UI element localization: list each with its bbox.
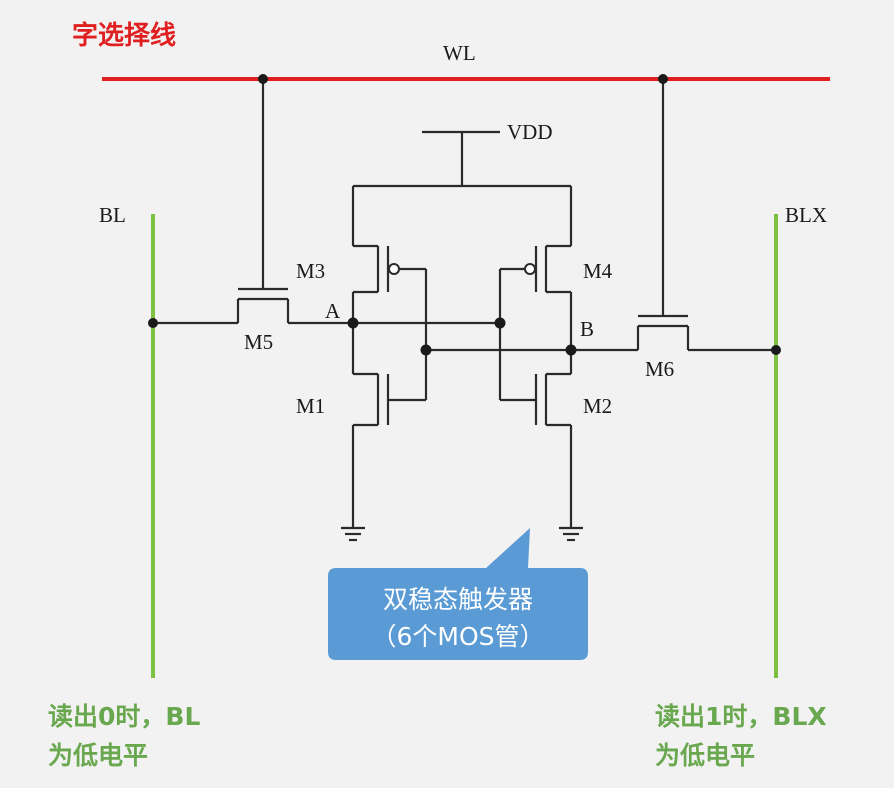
label-m6: M6	[645, 357, 674, 381]
label-node-a: A	[325, 299, 341, 323]
ground-right-icon	[559, 526, 583, 542]
label-m5: M5	[244, 330, 273, 354]
note-left-line-2: 为低电平	[48, 741, 148, 770]
transistor-m4	[500, 244, 573, 374]
label-wl: WL	[443, 41, 476, 65]
label-m1: M1	[296, 394, 325, 418]
transistor-m1	[351, 269, 428, 528]
label-m3: M3	[296, 259, 325, 283]
callout-line-1: 双稳态触发器	[383, 585, 533, 614]
label-node-b: B	[580, 317, 594, 341]
transistor-m5	[153, 79, 353, 325]
callout-bubble	[328, 528, 588, 660]
label-m2: M2	[583, 394, 612, 418]
vdd-supply	[351, 130, 573, 246]
callout-line-2: （6个MOS管）	[371, 622, 544, 651]
label-m4: M4	[583, 259, 613, 283]
note-right-line-1: 读出1时，BLX	[655, 702, 827, 731]
label-bl: BL	[99, 203, 126, 227]
page-title: 字选择线	[72, 20, 176, 51]
label-blx: BLX	[785, 203, 827, 227]
junction-dots	[148, 74, 781, 356]
note-left-line-1: 读出0时，BL	[48, 702, 200, 731]
transistor-m2	[498, 269, 573, 528]
label-vdd: VDD	[507, 120, 553, 144]
transistor-m3	[351, 244, 426, 374]
note-right-line-2: 为低电平	[655, 741, 755, 770]
transistor-m6	[571, 79, 776, 352]
ground-left-icon	[341, 526, 365, 542]
